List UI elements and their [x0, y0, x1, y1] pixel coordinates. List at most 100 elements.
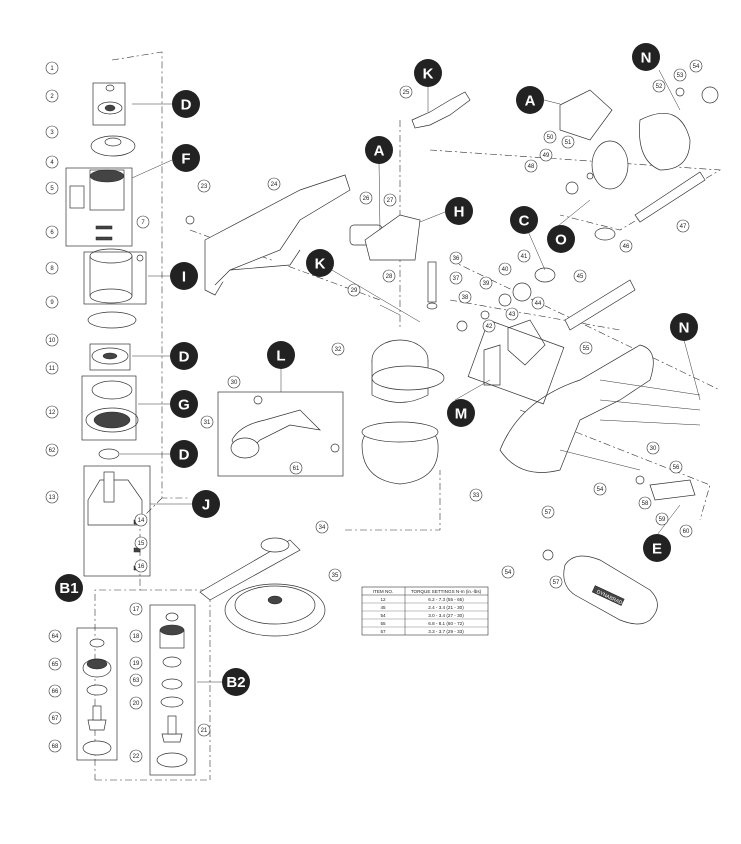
part-callout: 32 [331, 342, 345, 356]
valve-parts [426, 86, 719, 386]
callout-circle [328, 568, 342, 582]
section-label: D [179, 349, 190, 366]
callout-number: 44 [535, 301, 542, 307]
callout-circle [129, 656, 143, 670]
part-callout: 3 [45, 125, 59, 139]
callout-number: 46 [623, 244, 630, 250]
part-callout: 68 [48, 739, 62, 753]
callout-number: 25 [403, 90, 410, 96]
part-callout: 48 [524, 159, 538, 173]
callout-number: 40 [502, 267, 509, 273]
callout-circle [561, 135, 575, 149]
part-callouts: 1234567891011126213141516171819632021226… [45, 59, 703, 763]
callout-circle [129, 673, 143, 687]
section-badge [516, 86, 544, 114]
callout-circle [449, 271, 463, 285]
callout-number: 18 [133, 634, 140, 640]
callout-circle [45, 155, 59, 169]
section-label: F [181, 151, 190, 168]
callout-circle [482, 319, 496, 333]
table-cell: 57 [380, 629, 386, 634]
callout-circle [501, 565, 515, 579]
part-callout: 45 [573, 269, 587, 283]
part-callout: 63 [129, 673, 143, 687]
callout-number: 53 [677, 73, 684, 79]
callout-number: 60 [683, 529, 690, 535]
part-callout: 46 [619, 239, 633, 253]
callout-number: 43 [509, 312, 516, 318]
callout-circle [689, 59, 703, 73]
callout-number: 33 [473, 493, 480, 499]
callout-circle [505, 307, 519, 321]
part-callout: 10 [45, 333, 59, 347]
table-cell: 6.8 - 8.1 (60 - 72) [428, 621, 464, 626]
part-callout: 6 [45, 225, 59, 239]
callout-number: 30 [231, 380, 238, 386]
callout-circle [45, 361, 59, 375]
part-callout: 61 [289, 461, 303, 475]
callout-circle [45, 405, 59, 419]
callout-circle [531, 296, 545, 310]
section-badge [414, 59, 442, 87]
callout-circle [48, 711, 62, 725]
section-label: C [519, 213, 530, 230]
section-label: L [276, 348, 285, 365]
part-callout: 17 [129, 602, 143, 616]
table-cell: 2.4 - 3.4 (21 - 30) [428, 605, 464, 610]
callout-number: 6 [50, 230, 54, 236]
callout-circle [646, 441, 660, 455]
section-badge [172, 144, 200, 172]
callout-circle [383, 193, 397, 207]
callout-number: 35 [332, 573, 339, 579]
callout-number: 67 [52, 716, 59, 722]
callout-circle [541, 505, 555, 519]
callout-number: 1 [50, 66, 54, 72]
part-callout: 65 [48, 657, 62, 671]
callout-number: 23 [201, 184, 208, 190]
part-callout: 24 [267, 177, 281, 191]
callout-circle [679, 524, 693, 538]
callout-circle [524, 159, 538, 173]
section-label: K [315, 256, 326, 273]
part-callout: 20 [129, 696, 143, 710]
callout-circle [652, 79, 666, 93]
l-group-parts [217, 391, 344, 477]
part-callout: 19 [129, 656, 143, 670]
callout-circle [136, 215, 150, 229]
callout-circle [45, 61, 59, 75]
callout-number: 11 [49, 366, 56, 372]
callout-circle [359, 191, 373, 205]
callout-number: 17 [133, 607, 140, 613]
section-label: B2 [226, 674, 245, 691]
callout-number: 28 [386, 274, 393, 280]
callout-circle [399, 85, 413, 99]
callout-circle [45, 89, 59, 103]
callout-number: 31 [204, 420, 211, 426]
callout-number: 52 [656, 84, 663, 90]
callout-number: 19 [133, 661, 140, 667]
callout-number: 22 [133, 754, 140, 760]
section-badge [365, 136, 393, 164]
callout-circle [45, 443, 59, 457]
part-callout: 35 [328, 568, 342, 582]
callout-number: 8 [50, 266, 54, 272]
callout-number: 61 [293, 466, 300, 472]
callout-circle [539, 148, 553, 162]
callout-number: 49 [543, 153, 550, 159]
section-label: K [423, 66, 434, 83]
part-callout: 42 [482, 319, 496, 333]
part-callout: 28 [382, 269, 396, 283]
lower-right-parts: DYNABRADE [499, 344, 701, 625]
part-callout: 14 [134, 513, 148, 527]
section-badge [172, 90, 200, 118]
section-badge [510, 206, 538, 234]
callout-number: 30 [650, 446, 657, 452]
part-callout: 43 [505, 307, 519, 321]
section-badges: A A B1 B2 C D D D E F G H I J K K L M [55, 43, 698, 696]
part-callout: 16 [134, 559, 148, 573]
part-callout: 23 [197, 179, 211, 193]
part-callout: 2 [45, 89, 59, 103]
callout-number: 5 [50, 186, 54, 192]
callout-circle [469, 488, 483, 502]
callout-circle [45, 125, 59, 139]
